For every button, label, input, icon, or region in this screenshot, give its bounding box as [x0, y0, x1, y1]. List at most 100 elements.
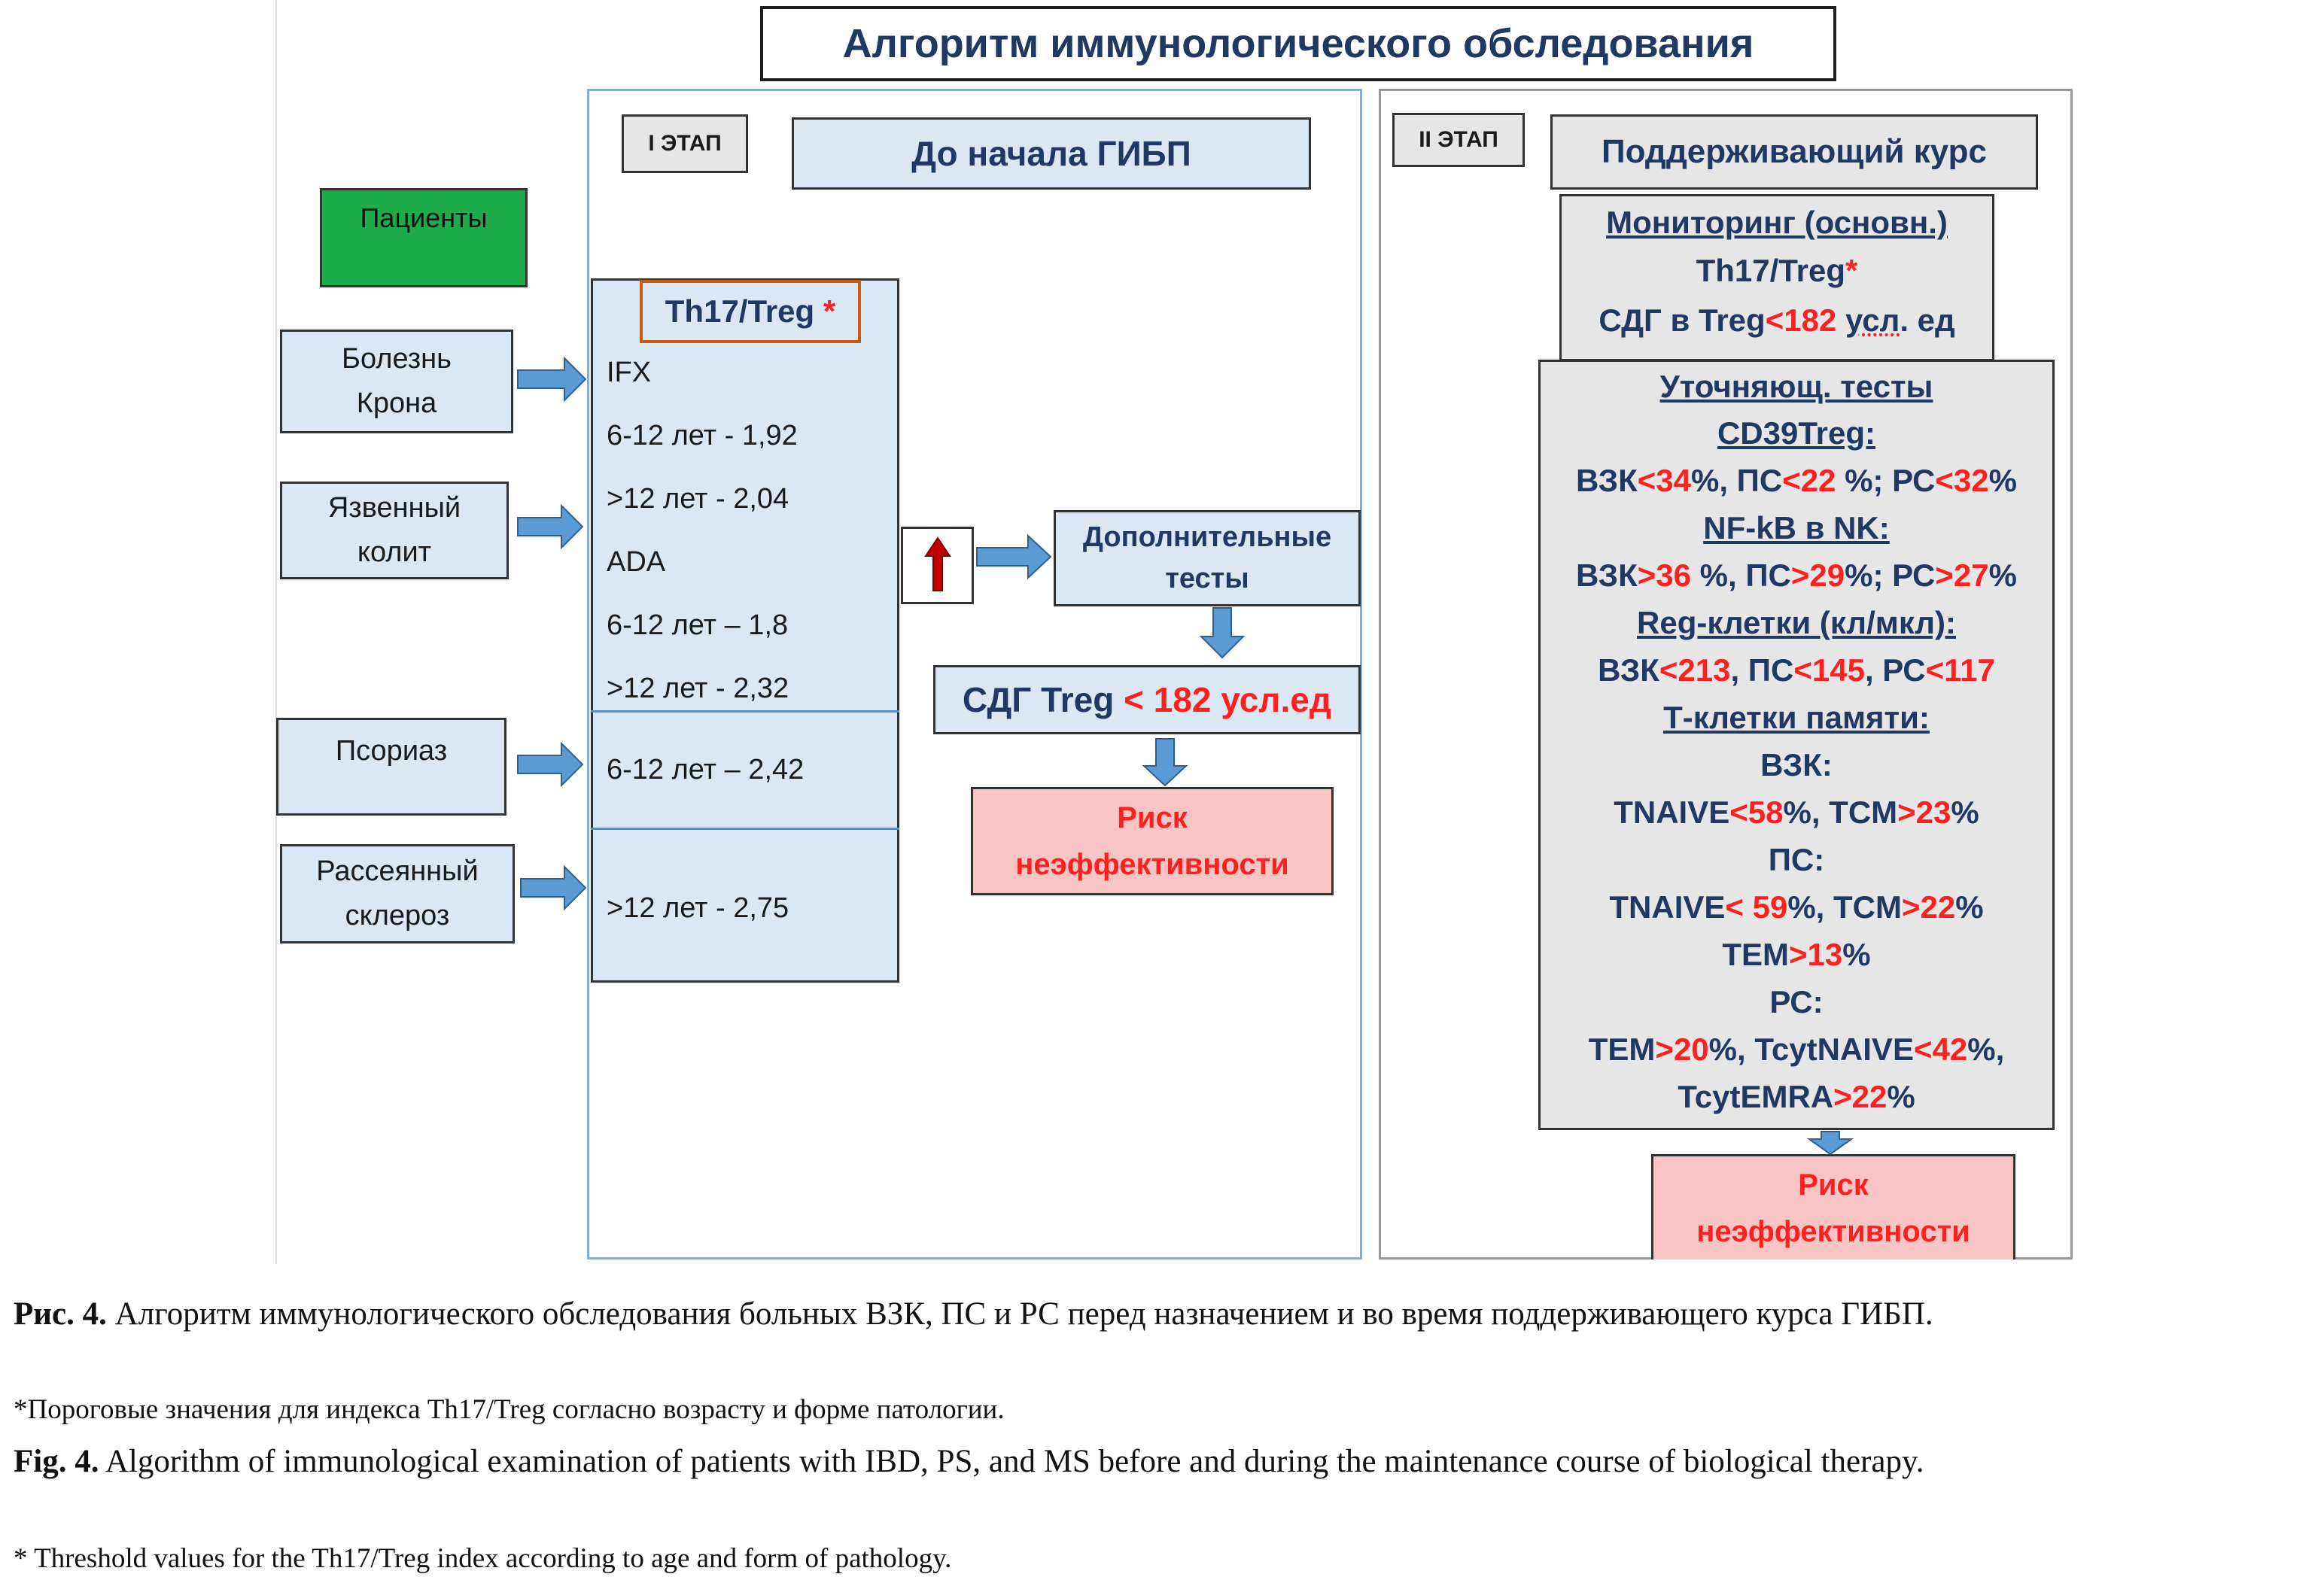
- caption-ru-text: Алгоритм иммунологического обследования …: [106, 1296, 1933, 1332]
- cd39-title: CD39Treg:: [1717, 415, 1876, 451]
- risk-line1: Риск: [1798, 1168, 1869, 1202]
- risk-line1: Риск: [1117, 801, 1188, 834]
- vzk-label: ВЗК:: [1760, 747, 1833, 782]
- value: < 59: [1725, 889, 1788, 925]
- label: ВЗК: [1575, 558, 1638, 593]
- reg-values: ВЗК<213, ПС<145, РС<117: [1541, 646, 2052, 694]
- caption-ru-label: Рис. 4.: [14, 1296, 107, 1332]
- sdg-value: < 182 усл.ед: [1124, 680, 1332, 719]
- stage2-label: II ЭТАП: [1392, 113, 1525, 167]
- diagram-title: Алгоритм иммунологического обследования: [760, 6, 1836, 81]
- caption-ru: Рис. 4. Алгоритм иммунологического обсле…: [14, 1296, 2316, 1334]
- value: <34: [1637, 463, 1691, 498]
- sdg-treg-box: СДГ Treg < 182 усл.ед: [933, 665, 1361, 734]
- additional-tests-box: Дополнительные тесты: [1054, 510, 1361, 606]
- label: %: [1955, 889, 1984, 925]
- value: >23: [1897, 795, 1951, 830]
- caption-en-note: * Threshold values for the Th17/Treg ind…: [14, 1543, 952, 1574]
- threshold-value: 6-12 лет – 1,8: [607, 609, 789, 641]
- arrow-right-icon: [517, 356, 587, 403]
- monitoring-sdg-unit-tail: . ед: [1900, 302, 1955, 338]
- monitoring-sdg-unit: усл: [1845, 302, 1900, 338]
- disease-line1: Язвенный: [327, 492, 461, 524]
- label: %, TCM: [1787, 889, 1902, 925]
- arrow-down-icon: [1142, 738, 1188, 787]
- risk-line2: неэффективности: [1015, 848, 1289, 881]
- disease-line1: Болезнь: [342, 343, 452, 375]
- th17-text: Th17/Treg: [665, 293, 815, 329]
- disease-line2: Крона: [356, 387, 437, 419]
- label: , ПС: [1730, 652, 1794, 688]
- label: %: [1887, 1079, 1915, 1114]
- disease-line1: Рассеянный: [316, 855, 479, 888]
- increase-box: [901, 527, 974, 604]
- ps-values: TNAIVE< 59%, TCM>22%: [1541, 883, 2052, 931]
- caption-ru-note: *Пороговые значения для индекса Th17/Tre…: [14, 1394, 1005, 1425]
- stage2-header: Поддерживающий курс: [1550, 114, 2038, 190]
- label: %: [1842, 937, 1871, 972]
- rs-label: РС:: [1769, 984, 1824, 1019]
- threshold-value: >12 лет - 2,04: [607, 483, 789, 515]
- stage1-panel: [587, 89, 1362, 1259]
- label: %: [1988, 463, 2017, 498]
- sdg-label: СДГ Treg: [962, 680, 1115, 719]
- tests-title: Уточняющ. тесты: [1659, 369, 1933, 404]
- vzk-values: TNAIVE<58%, TCM>23%: [1541, 788, 2052, 836]
- stage1-header: До начала ГИБП: [792, 117, 1311, 190]
- stage1-label: I ЭТАП: [622, 114, 748, 173]
- label: %, ПС: [1690, 558, 1791, 593]
- additional-tests-line1: Дополнительные: [1082, 521, 1332, 553]
- label: %, ПС: [1690, 463, 1783, 498]
- threshold-ada: ADA: [607, 546, 666, 578]
- rs-emra-values: TcytEMRA>22%: [1541, 1073, 2052, 1120]
- monitoring-sdg-label: СДГ в Treg: [1599, 302, 1766, 338]
- risk-line2: неэффективности: [1696, 1214, 1970, 1248]
- nfkb-title: NF-kB в NK:: [1703, 510, 1890, 545]
- disease-line2: колит: [357, 536, 432, 568]
- monitoring-box: Мониторинг (основн.) Th17/Treg* СДГ в Tr…: [1559, 194, 1994, 361]
- threshold-value: 6-12 лет – 2,42: [607, 754, 805, 785]
- label: , РС: [1864, 652, 1926, 688]
- label: %, TcytNAIVE: [1708, 1032, 1914, 1067]
- threshold-value: >12 лет - 2,75: [607, 892, 789, 924]
- label: %,: [1967, 1032, 2005, 1067]
- value: >20: [1655, 1032, 1709, 1067]
- value: >27: [1935, 558, 1989, 593]
- monitoring-th17-text: Th17/Treg: [1696, 253, 1846, 288]
- label: ВЗК: [1598, 652, 1659, 688]
- value: <117: [1925, 652, 1995, 688]
- disease-line2: склероз: [345, 900, 450, 931]
- arrow-right-icon: [517, 741, 584, 788]
- ps-tem-values: TEM>13%: [1541, 931, 2052, 978]
- value: <42: [1913, 1032, 1968, 1067]
- arrow-down-icon: [1199, 607, 1246, 659]
- risk-box-stage1: Риск неэффективности: [971, 787, 1334, 895]
- label: %, TCM: [1783, 795, 1898, 830]
- label: %; РС: [1845, 558, 1936, 593]
- monitoring-th17: Th17/Treg*: [1562, 246, 1992, 296]
- additional-tests-line2: тесты: [1165, 563, 1249, 594]
- column-divider: [591, 828, 899, 830]
- arrow-right-icon: [517, 503, 584, 550]
- threshold-value: 6-12 лет - 1,92: [607, 420, 798, 451]
- label: TEM: [1588, 1032, 1656, 1067]
- threshold-value: >12 лет - 2,32: [607, 673, 789, 704]
- value: >13: [1789, 937, 1843, 972]
- label: %: [1951, 795, 1979, 830]
- reg-title: Reg-клетки (кл/мкл):: [1637, 605, 1956, 640]
- cd39-values: ВЗК<34%, ПС<22 %; РС<32%: [1541, 457, 2052, 504]
- rs-values: TEM>20%, TcytNAIVE<42%,: [1541, 1025, 2052, 1073]
- monitoring-title: Мониторинг (основн.): [1606, 205, 1948, 240]
- disease-ms: Рассеянный склероз: [280, 844, 515, 943]
- th17-treg-label: Th17/Treg *: [640, 280, 861, 343]
- clarifying-tests-box: Уточняющ. тесты CD39Treg: ВЗК<34%, ПС<22…: [1538, 360, 2055, 1130]
- value: >22: [1901, 889, 1956, 925]
- value: >36: [1637, 558, 1691, 593]
- arrow-right-icon: [976, 533, 1052, 580]
- value: <32: [1935, 463, 1989, 498]
- column-divider: [591, 710, 899, 713]
- label: ВЗК: [1575, 463, 1638, 498]
- asterisk: *: [823, 293, 836, 329]
- threshold-column: [591, 278, 899, 983]
- threshold-ifx: IFX: [607, 357, 652, 388]
